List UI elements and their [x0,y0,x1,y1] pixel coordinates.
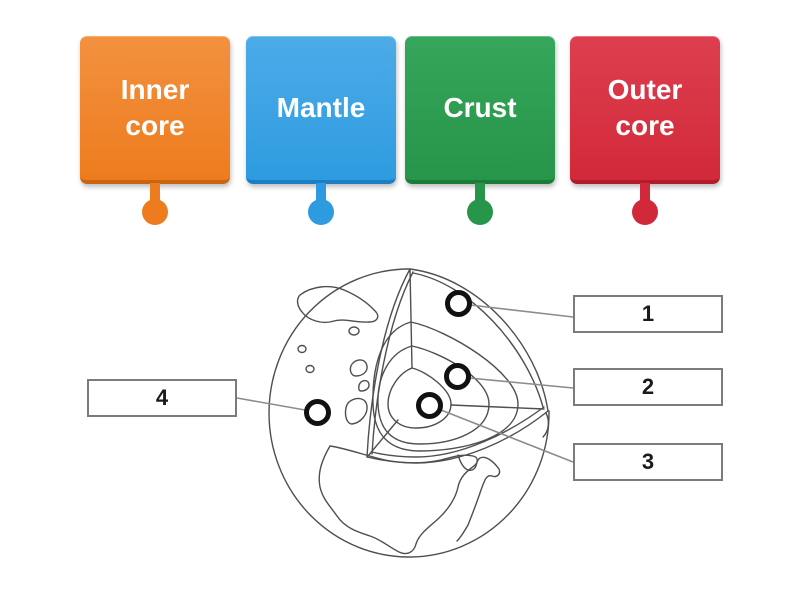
card-pin-dot [632,199,658,225]
card-face[interactable]: Inner core [80,36,230,184]
continent-iberia [344,397,368,425]
card-face[interactable]: Crust [405,36,555,184]
cut-edge-left-inner [371,271,414,455]
mantle-boundary-ring [372,321,519,452]
card-label: Crust [443,92,517,124]
answer-box-number: 3 [641,449,655,474]
cut-lip-bottom-inner [371,406,545,458]
connector-line-4 [236,397,306,411]
coast-arabia-horn [456,454,501,542]
island-3 [305,364,315,374]
label-card-mantle[interactable]: Mantle [246,36,396,226]
label-card-crust[interactable]: Crust [405,36,555,226]
inner-core-boundary-ring [387,367,452,429]
target-point-2[interactable] [443,362,471,390]
connector-line-3 [440,409,574,463]
card-pin-stem [640,183,650,209]
label-card-outer-core[interactable]: Outer core [570,36,720,226]
card-label: Outer core [607,74,683,141]
answer-box-4[interactable]: 4 [87,379,237,417]
continent-europe-2 [358,379,370,392]
answer-box-number: 2 [641,374,655,399]
answer-box-2[interactable]: 2 [573,368,723,406]
continent-africa [318,445,478,555]
globe-outline [268,268,550,558]
card-pin-stem [316,183,326,209]
card-pin-dot [142,199,168,225]
label-card-inner-core[interactable]: Inner core [80,36,230,226]
card-pin-dot [467,199,493,225]
cut-radial-lower-left [367,419,399,457]
card-pin-stem [475,183,485,209]
card-pin-stem [150,183,160,209]
island-1 [348,326,360,336]
answer-box-3[interactable]: 3 [573,443,723,481]
cut-radial-vertical [409,268,413,369]
cut-radial-right [450,404,545,410]
target-point-4[interactable] [303,398,331,426]
continent-europe-1 [349,359,368,377]
answer-box-number: 1 [641,301,655,326]
card-pin-dot [308,199,334,225]
card-label: Mantle [276,92,366,124]
cut-lip-right-inner [412,272,544,408]
cut-edge-left-outer [366,268,411,458]
answer-box-1[interactable]: 1 [573,295,723,333]
lip-fold-detail [542,412,550,438]
continent-greenland [296,285,379,324]
connector-line-2 [468,377,574,389]
outer-core-boundary-ring [377,345,490,445]
answer-box-number: 4 [155,385,169,410]
target-point-3[interactable] [415,391,443,419]
target-point-1[interactable] [444,289,472,317]
card-label: Inner core [120,74,190,141]
cut-lip-right-outer [409,268,549,412]
connector-lines [236,304,574,463]
connector-line-1 [469,304,574,318]
island-2 [297,344,307,354]
card-face[interactable]: Outer core [570,36,720,184]
card-face[interactable]: Mantle [246,36,396,184]
